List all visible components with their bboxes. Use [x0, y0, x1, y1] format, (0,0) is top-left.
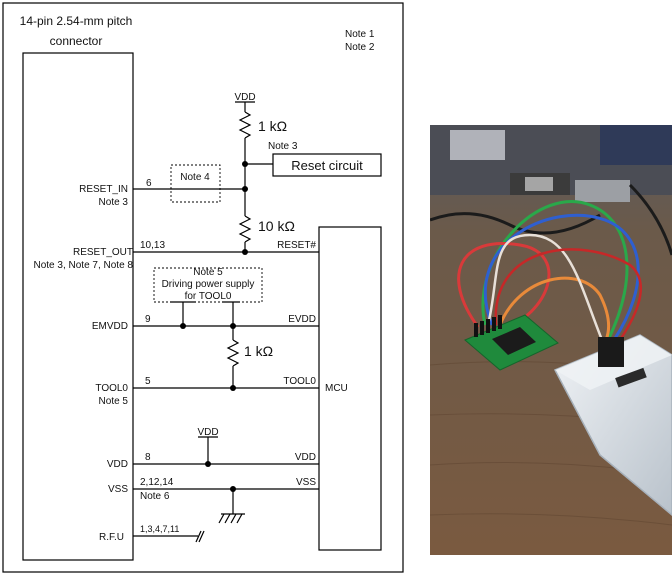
vdd-mcu-label: VDD: [295, 452, 316, 463]
evdd-label: EVDD: [288, 314, 316, 325]
emvdd-label: EMVDD: [92, 321, 128, 332]
mcu-box: [318, 226, 382, 551]
vss-note: Note 6: [140, 491, 170, 502]
wire-white: [486, 233, 604, 341]
background-paper: [450, 130, 505, 160]
reset-in-pin: 6: [146, 178, 152, 189]
background-cable: [430, 212, 601, 235]
mcu-label: MCU: [325, 383, 348, 394]
background-laptop: [600, 125, 672, 165]
vdd-top-label: VDD: [234, 92, 255, 103]
mcu-chip: [492, 327, 536, 355]
ground-symbol: [218, 513, 245, 524]
wire-red-2: [494, 248, 643, 341]
background-cable-2: [628, 183, 672, 256]
tool0-pin: 5: [145, 376, 151, 387]
hardware-photo: [430, 125, 672, 555]
emulator-slot: [615, 367, 647, 388]
vdd-mid-label: VDD: [197, 427, 218, 438]
vss-pins: 2,12,14: [140, 477, 174, 488]
reset-out-note: Note 3, Note 7, Note 8: [33, 260, 133, 271]
wire-orange: [498, 276, 610, 341]
rfu-open-end-symbol: [195, 530, 205, 543]
note5-dashed-box: [153, 267, 263, 303]
note3-top-label: Note 3: [268, 141, 298, 152]
note5-title: Note 5: [193, 267, 223, 278]
note4-dashed-box: [170, 164, 221, 203]
wire-blue: [483, 213, 640, 341]
reset-out-pins: 10,13: [140, 240, 165, 251]
emvdd-junction-left: [180, 323, 186, 329]
connector-title-line2: connector: [50, 34, 103, 48]
connector-box: [22, 52, 134, 561]
rfu-pins: 1,3,4,7,11: [140, 524, 179, 534]
vss-mcu-label: VSS: [296, 477, 316, 488]
reset-circuit-label: Reset circuit: [291, 158, 363, 173]
reset-out-label: RESET_OUT: [73, 247, 133, 258]
wire-red: [457, 242, 551, 332]
connector-title-line1: 14-pin 2.54-mm pitch: [20, 14, 133, 28]
rfu-label: R.F.U: [99, 532, 124, 543]
emvdd-junction-right: [230, 323, 236, 329]
note1-label: Note 1: [345, 29, 375, 40]
emvdd-pin: 9: [145, 314, 151, 325]
note4-label: Note 4: [180, 172, 210, 183]
tool0-note: Note 5: [99, 396, 129, 407]
r3-resistor: [226, 339, 240, 367]
reset-in-label: RESET_IN: [79, 184, 128, 195]
tool0-mcu-label: TOOL0: [283, 376, 316, 387]
r2-resistor: [238, 215, 252, 243]
r1-resistor: [238, 111, 252, 139]
note2-label: Note 2: [345, 42, 375, 53]
vdd-left-label: VDD: [107, 459, 128, 470]
connector-schematic: 14-pin 2.54-mm pitch connector Note 1 No…: [2, 2, 404, 573]
vss-left-label: VSS: [108, 484, 128, 495]
pin-header: [474, 315, 502, 337]
r2-value: 10 kΩ: [258, 218, 295, 234]
usb-adapter-label: [525, 177, 553, 191]
tool0-label: TOOL0: [95, 383, 128, 394]
emulator-connector: [598, 337, 624, 367]
r3-value: 1 kΩ: [244, 343, 273, 359]
hardware-photo-drawing: [430, 125, 672, 555]
vdd-pin: 8: [145, 452, 151, 463]
diagram-frame: [2, 2, 404, 573]
reset-circuit-box: [272, 153, 382, 177]
note5-line1: Driving power supply: [162, 279, 255, 290]
r1-value: 1 kΩ: [258, 118, 287, 134]
background-cable-box: [575, 180, 630, 202]
reset-in-note: Note 3: [99, 197, 129, 208]
note5-line2: for TOOL0: [185, 291, 232, 302]
reset-hash-label: RESET#: [277, 240, 316, 251]
